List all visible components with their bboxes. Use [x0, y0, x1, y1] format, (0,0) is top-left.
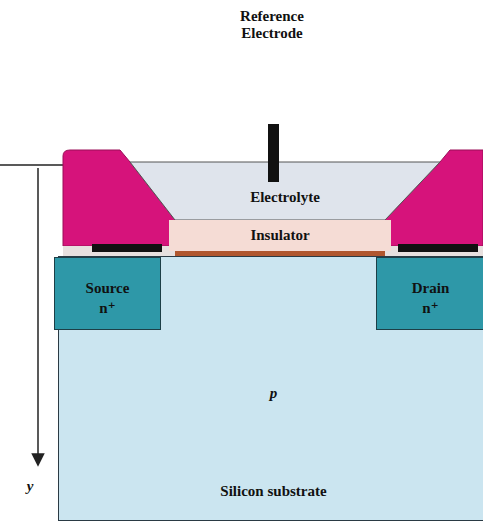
- layer-label: Insulator: [169, 227, 391, 244]
- drain-contact: [398, 244, 478, 252]
- source-contact: [92, 244, 162, 252]
- electrolyte-region: Electrolyte: [130, 160, 440, 220]
- layer-label: Electrolyte: [130, 189, 440, 206]
- reference-electrode: [268, 124, 279, 182]
- layer-label: p: [59, 385, 483, 402]
- layer-label: Silicon substrate: [59, 483, 483, 500]
- layer-box: Source n⁺: [54, 257, 161, 330]
- layer-label: Source: [55, 280, 160, 297]
- electrode-label: Reference Electrode: [212, 8, 332, 43]
- layer-label: Drain: [377, 280, 483, 297]
- surface-line: [0, 164, 63, 166]
- depth-axis: [37, 168, 39, 464]
- layer-label: n⁺: [377, 300, 483, 317]
- layer-label: n⁺: [55, 300, 160, 317]
- layer-box: Drain n⁺: [376, 257, 483, 330]
- electrolyte-shape: [130, 162, 440, 220]
- layer-box: pSilicon substrate Source n⁺ Drain n⁺: [58, 256, 483, 521]
- axis-label: y: [22, 478, 38, 495]
- layer-box: Insulator: [169, 220, 391, 251]
